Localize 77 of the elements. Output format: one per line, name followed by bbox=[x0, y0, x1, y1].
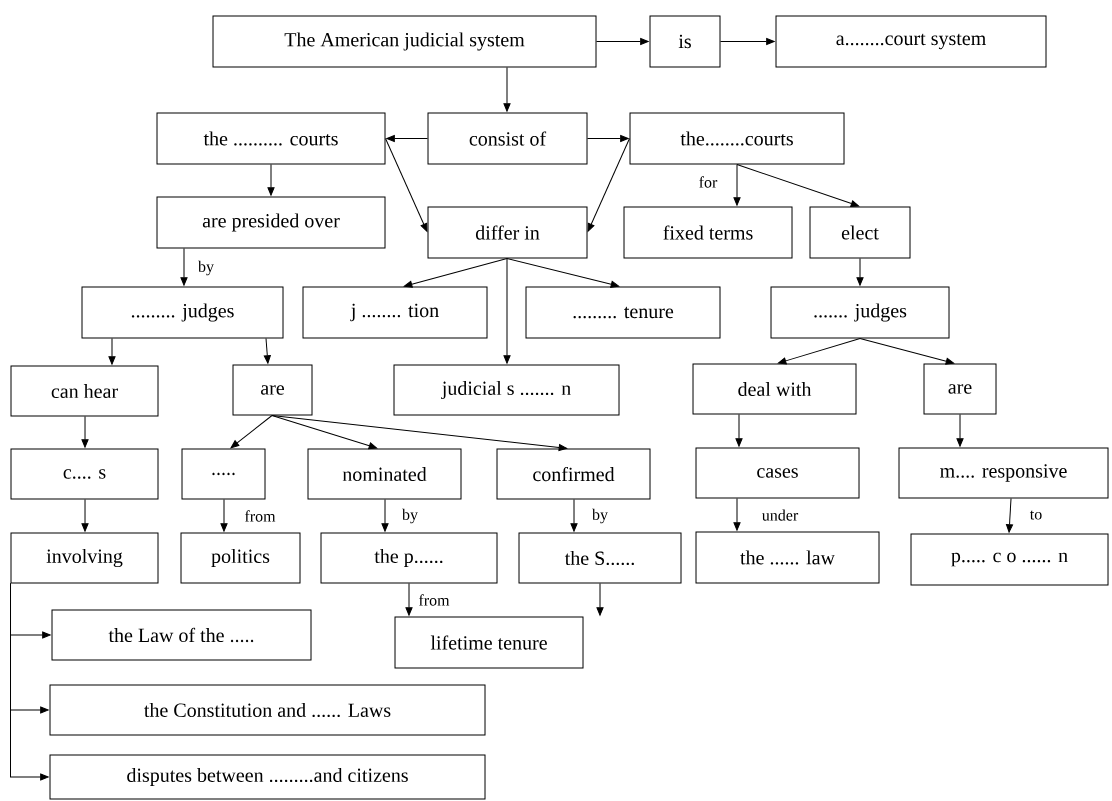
text-box: consist of bbox=[427, 112, 588, 165]
edge-label: for bbox=[697, 174, 719, 190]
text-box: involving bbox=[10, 532, 159, 584]
text-box: the S...... bbox=[518, 532, 682, 584]
arrow bbox=[271, 415, 568, 452]
arrow bbox=[10, 583, 49, 781]
text-box: a........court system bbox=[775, 15, 1047, 68]
text-box: fixed terms bbox=[623, 206, 793, 259]
text-box: c.... s bbox=[10, 448, 159, 500]
arrow bbox=[108, 338, 116, 365]
text-box: p..... c o ...... n bbox=[910, 533, 1109, 586]
arrow bbox=[587, 134, 629, 143]
edge-label: to bbox=[1028, 509, 1044, 521]
text-box: nominated bbox=[307, 448, 462, 500]
arrow bbox=[596, 37, 649, 46]
arrow bbox=[386, 134, 428, 143]
arrow bbox=[263, 338, 271, 364]
edge-label: under bbox=[760, 508, 800, 522]
text-box: judicial s ....... n bbox=[393, 364, 620, 416]
arrow bbox=[570, 499, 578, 532]
text-box: ....... judges bbox=[770, 286, 950, 339]
arrow bbox=[381, 499, 389, 532]
text-box: the........courts bbox=[629, 112, 845, 165]
text-box: confirmed bbox=[496, 448, 651, 500]
arrow bbox=[733, 164, 741, 206]
text-box: are presided over bbox=[156, 196, 386, 249]
text-box: deal with bbox=[692, 363, 857, 415]
text-box: The American judicial system bbox=[212, 15, 597, 68]
arrow bbox=[405, 583, 413, 616]
arrow bbox=[596, 583, 604, 616]
arrow bbox=[180, 248, 188, 286]
text-box: politics bbox=[180, 532, 301, 584]
text-box: cases bbox=[695, 447, 860, 499]
text-box: the p...... bbox=[320, 532, 498, 584]
edge-label: from bbox=[417, 592, 451, 608]
text-box: ..... bbox=[181, 448, 266, 500]
text-box: disputes between .........and citizens bbox=[49, 754, 486, 800]
arrow bbox=[859, 338, 955, 365]
arrow bbox=[856, 258, 864, 286]
arrow bbox=[503, 258, 511, 364]
arrow bbox=[267, 164, 275, 196]
arrow bbox=[81, 499, 89, 532]
arrow bbox=[230, 415, 273, 449]
arrow bbox=[587, 138, 630, 232]
arrow bbox=[403, 258, 508, 288]
text-box: lifetime tenure bbox=[394, 616, 584, 669]
text-box: ......... judges bbox=[81, 286, 284, 339]
text-box: is bbox=[649, 15, 721, 68]
arrow bbox=[1005, 498, 1014, 533]
arrow bbox=[733, 498, 741, 531]
text-box: m.... responsive bbox=[898, 447, 1109, 499]
text-box: the .......... courts bbox=[156, 112, 386, 165]
arrow bbox=[720, 37, 775, 46]
arrow bbox=[735, 414, 743, 447]
arrow bbox=[271, 415, 378, 450]
text-box: the ...... law bbox=[695, 531, 880, 584]
text-box: the Law of the ..... bbox=[51, 609, 312, 661]
text-box: differ in bbox=[427, 206, 588, 259]
arrow bbox=[736, 164, 860, 208]
edge-label: by bbox=[196, 259, 216, 277]
text-box: are bbox=[232, 364, 313, 416]
text-box: are bbox=[923, 363, 997, 415]
arrow bbox=[956, 414, 964, 447]
edge-label: from bbox=[243, 508, 277, 524]
arrow bbox=[220, 499, 228, 532]
text-box: ......... tenure bbox=[525, 286, 721, 339]
text-box: can hear bbox=[10, 365, 159, 417]
arrow bbox=[506, 258, 620, 288]
arrow bbox=[81, 416, 89, 448]
edge-label: by bbox=[590, 507, 610, 525]
arrow bbox=[503, 67, 511, 112]
arrow bbox=[385, 138, 428, 232]
text-box: the Constitution and ...... Laws bbox=[49, 684, 486, 736]
arrow bbox=[777, 338, 861, 365]
text-box: j ........ tion bbox=[302, 286, 488, 339]
edge-label: by bbox=[400, 507, 420, 525]
text-box: elect bbox=[809, 206, 911, 259]
